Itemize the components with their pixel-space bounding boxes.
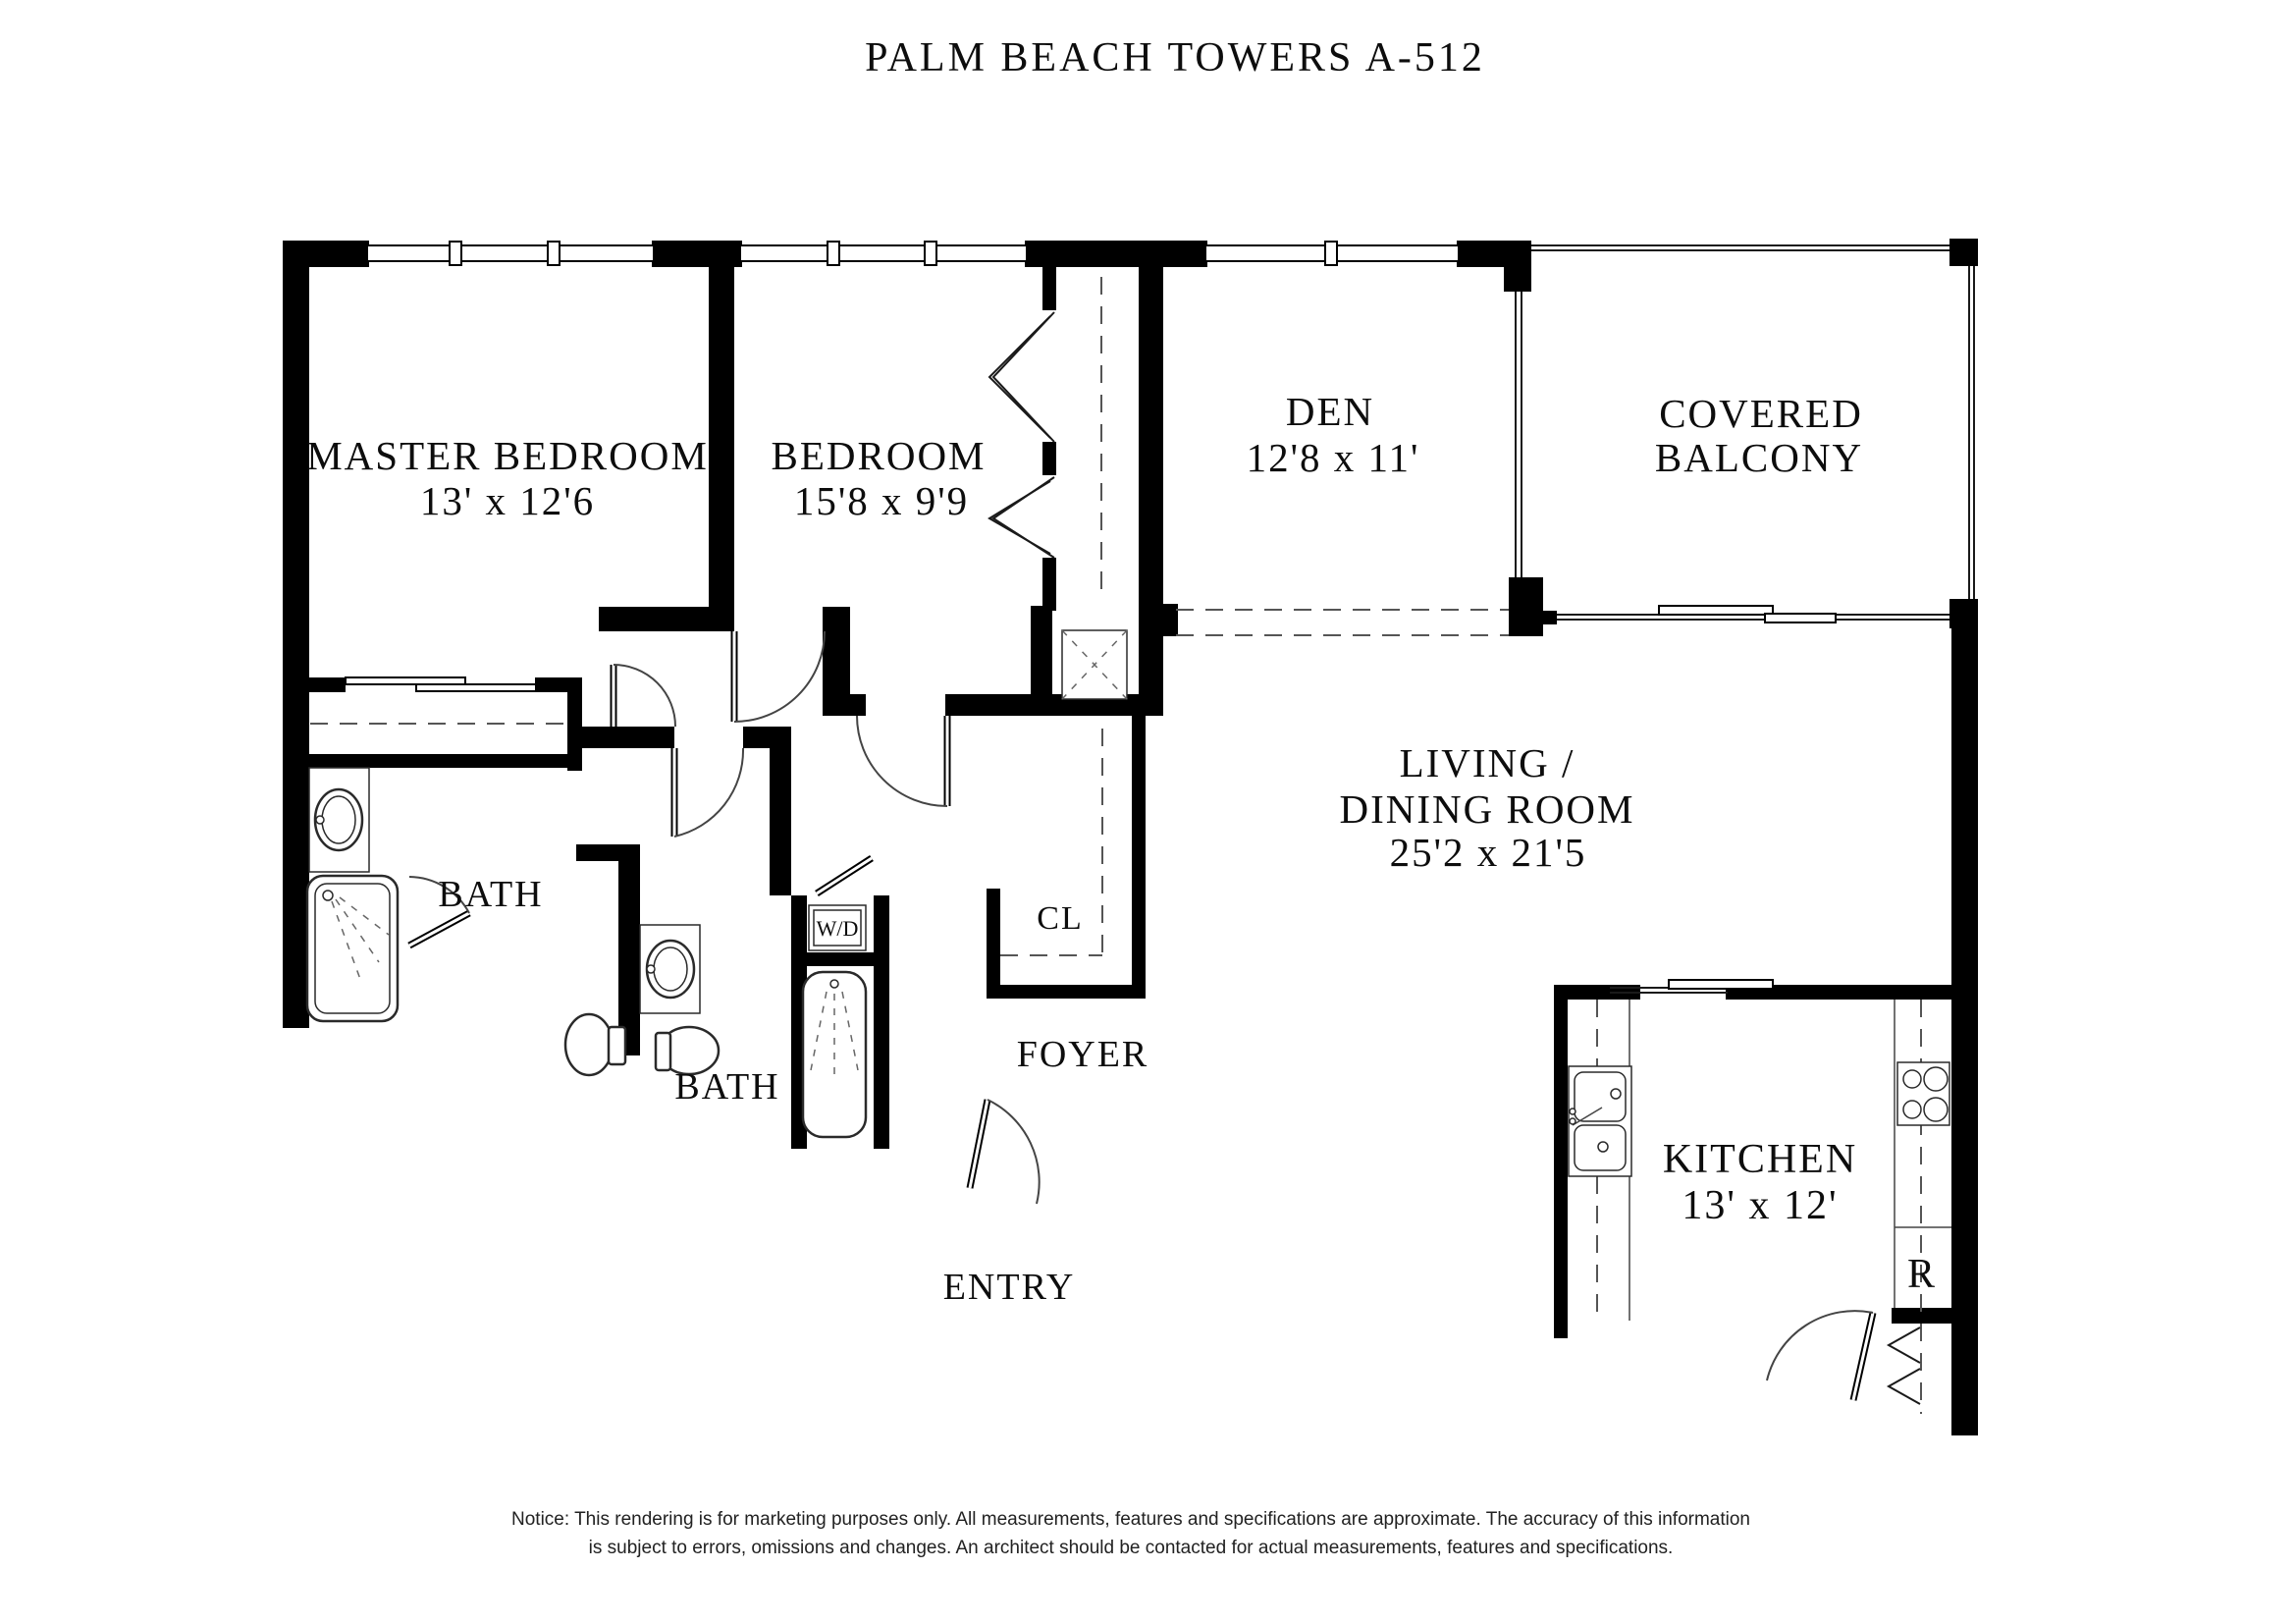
stove	[1896, 1061, 1950, 1126]
bath2-toilet	[654, 1025, 721, 1076]
room-label-den: DEN	[1286, 389, 1374, 434]
room-label-kitchen: KITCHEN	[1663, 1137, 1857, 1182]
room-dims-bedroom: 15'8 x 9'9	[794, 478, 969, 523]
bath1-toilet	[563, 1012, 627, 1077]
washer-dryer	[808, 904, 867, 951]
bath1-shower	[305, 874, 400, 1023]
room-label-closet: CL	[1037, 900, 1083, 937]
doors	[407, 311, 1921, 1405]
kitchen-sink	[1568, 1065, 1632, 1177]
room-label-bath-master: BATH	[438, 874, 543, 915]
page-title: PALM BEACH TOWERS A-512	[865, 35, 1485, 81]
counter-edges	[345, 676, 1951, 1321]
bath1-vanity	[308, 767, 370, 873]
room-label-master-bedroom: MASTER BEDROOM	[306, 433, 709, 478]
room-label-bedroom: BEDROOM	[771, 433, 986, 478]
room-dims-den: 12'8 x 11'	[1247, 435, 1420, 480]
interior-walls	[306, 267, 1953, 1338]
notice-line-2: is subject to errors, omissions and chan…	[589, 1538, 1674, 1558]
labels: PALM BEACH TOWERS A-512 MASTER BEDROOM 1…	[306, 35, 1937, 1558]
room-label-foyer: FOYER	[1017, 1034, 1149, 1075]
bathtub	[801, 970, 868, 1139]
room-label-living-1: LIVING /	[1400, 740, 1575, 785]
mechanical-chase	[1061, 629, 1128, 700]
windows	[366, 241, 1460, 266]
room-label-covered-balcony-2: BALCONY	[1655, 435, 1863, 480]
room-label-covered-balcony-1: COVERED	[1659, 391, 1863, 436]
room-dims-living: 25'2 x 21'5	[1390, 830, 1587, 875]
label-refrigerator: R	[1907, 1252, 1937, 1297]
notice-line-1: Notice: This rendering is for marketing …	[511, 1509, 1750, 1530]
room-label-living-2: DINING ROOM	[1339, 786, 1634, 832]
balcony-rails	[1509, 239, 1978, 636]
bath2-vanity	[639, 924, 701, 1014]
room-label-bath-second: BATH	[674, 1066, 779, 1108]
room-label-entry: ENTRY	[943, 1267, 1076, 1308]
room-dims-master-bedroom: 13' x 12'6	[420, 478, 595, 523]
exterior-walls	[283, 241, 1978, 1435]
label-washer-dryer: W/D	[817, 916, 859, 941]
room-dims-kitchen: 13' x 12'	[1682, 1183, 1838, 1228]
